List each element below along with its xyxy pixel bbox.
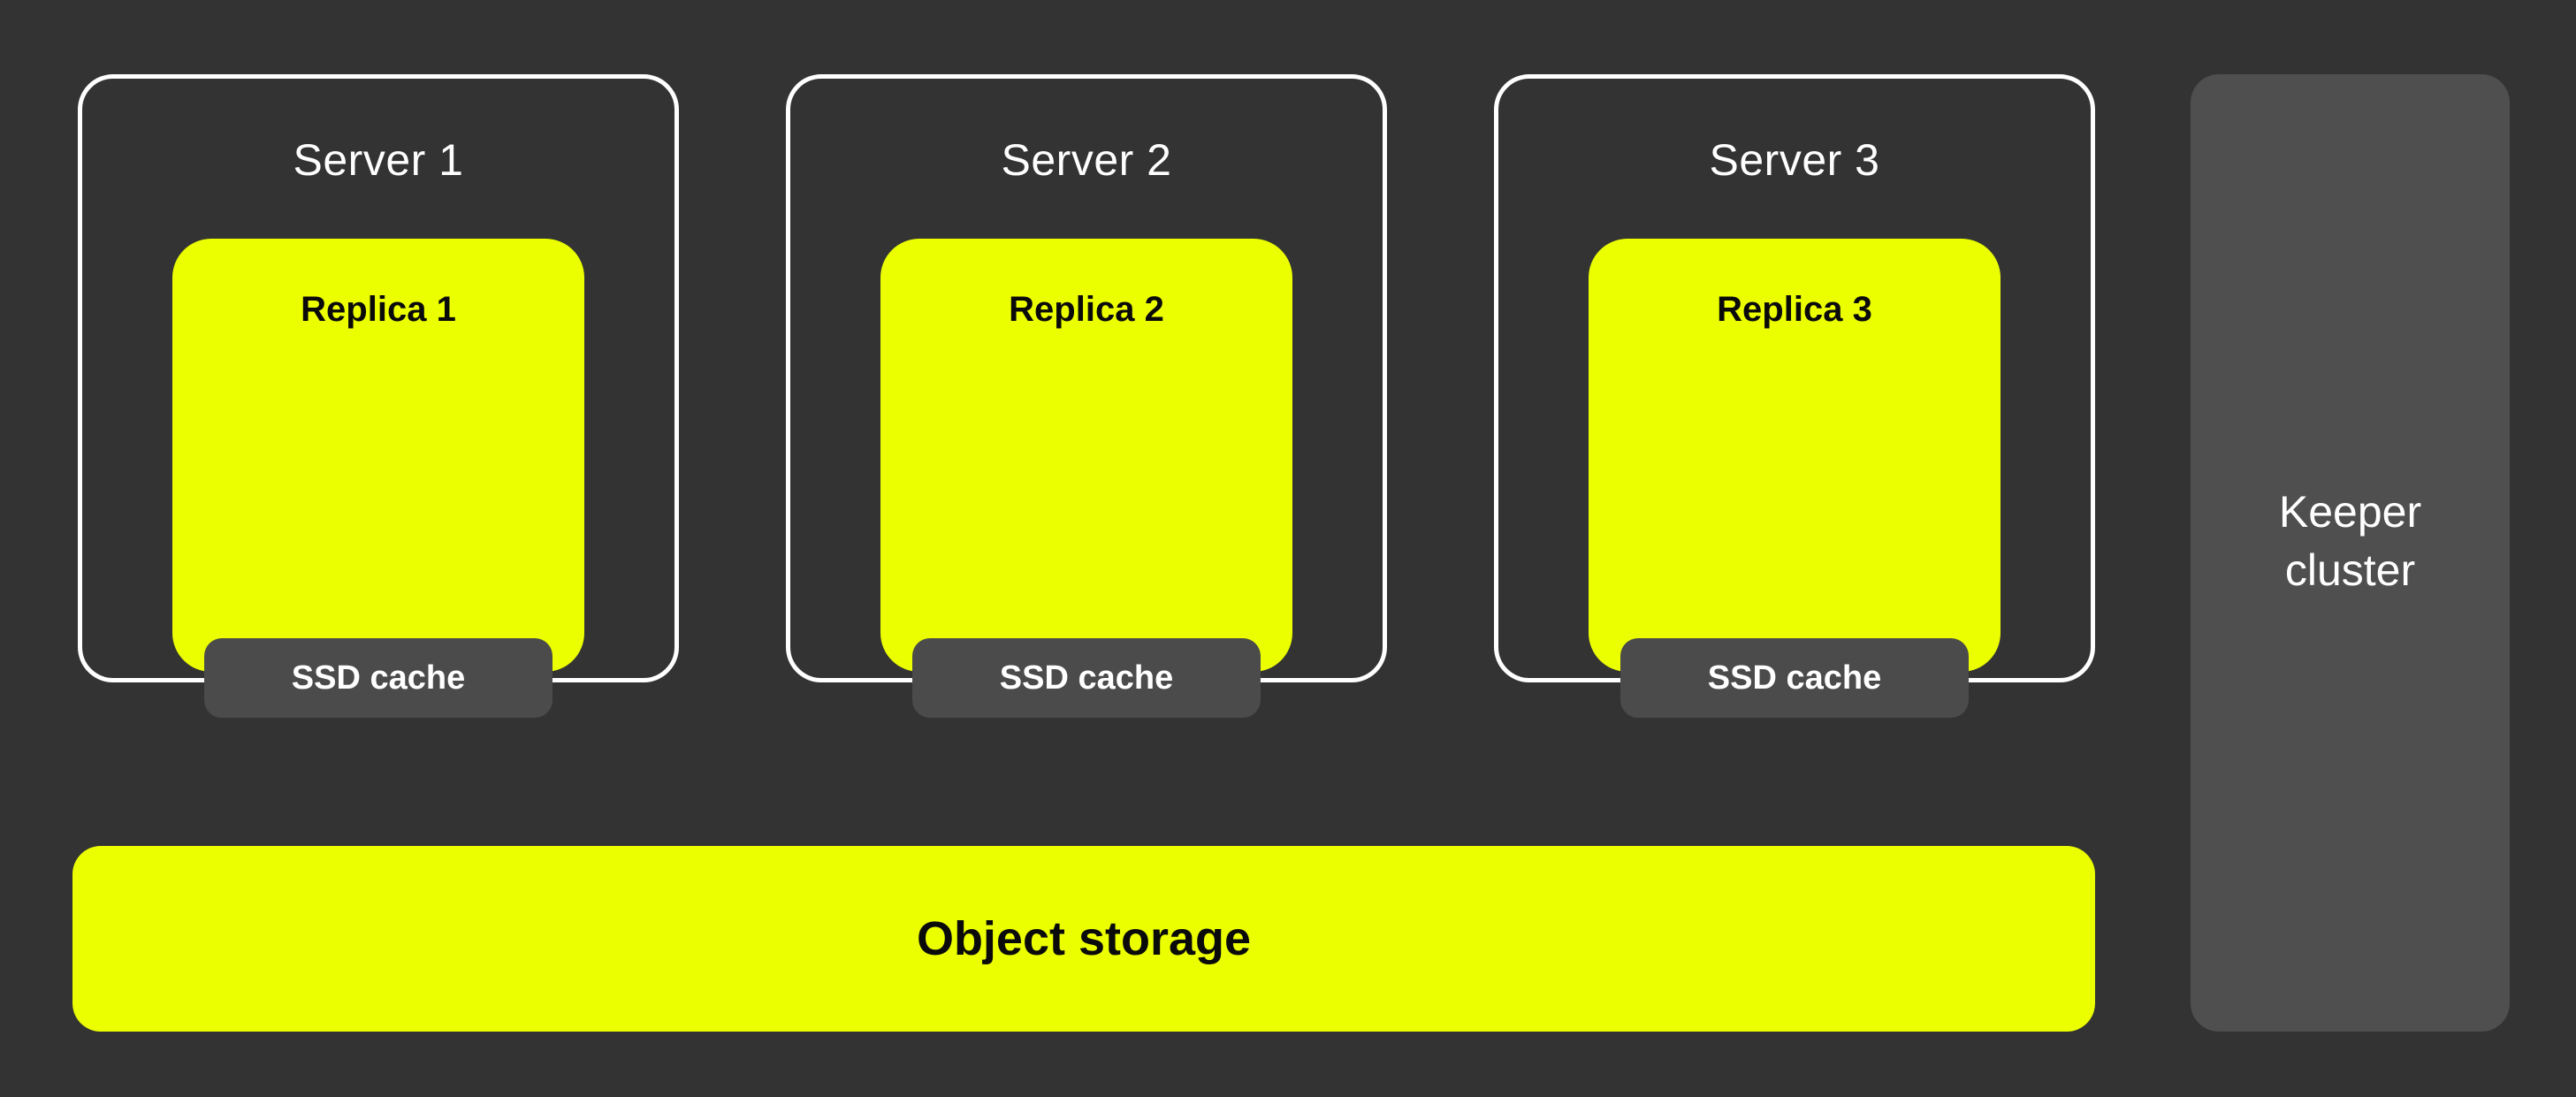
- ssd-cache-badge-2: SSD cache: [912, 638, 1261, 718]
- server-1-label: Server 1: [293, 135, 464, 185]
- ssd-cache-badge-3: SSD cache: [1620, 638, 1969, 718]
- keeper-cluster-label: Keeper cluster: [2278, 486, 2422, 595]
- replica-1-label: Replica 1: [301, 290, 456, 329]
- ssd-cache-label-2: SSD cache: [999, 659, 1174, 697]
- keeper-cluster-box: Keeper cluster: [2191, 74, 2510, 1032]
- server-1-box: Server 1 Replica 1 SSD cache: [78, 74, 679, 718]
- replica-1-box: Replica 1: [172, 239, 584, 672]
- server-3-label: Server 3: [1709, 135, 1880, 185]
- object-storage-label: Object storage: [916, 912, 1252, 965]
- ssd-cache-badge-1: SSD cache: [204, 638, 553, 718]
- ssd-cache-label-3: SSD cache: [1707, 659, 1882, 697]
- server-2-box: Server 2 Replica 2 SSD cache: [786, 74, 1387, 718]
- replica-3-label: Replica 3: [1717, 290, 1872, 329]
- ssd-cache-label-1: SSD cache: [291, 659, 466, 697]
- server-2-label: Server 2: [1001, 135, 1172, 185]
- replica-3-box: Replica 3: [1589, 239, 2001, 672]
- object-storage-box: Object storage: [72, 846, 2095, 1032]
- replica-2-label: Replica 2: [1009, 290, 1164, 329]
- server-3-box: Server 3 Replica 3 SSD cache: [1494, 74, 2095, 718]
- replica-2-box: Replica 2: [880, 239, 1292, 672]
